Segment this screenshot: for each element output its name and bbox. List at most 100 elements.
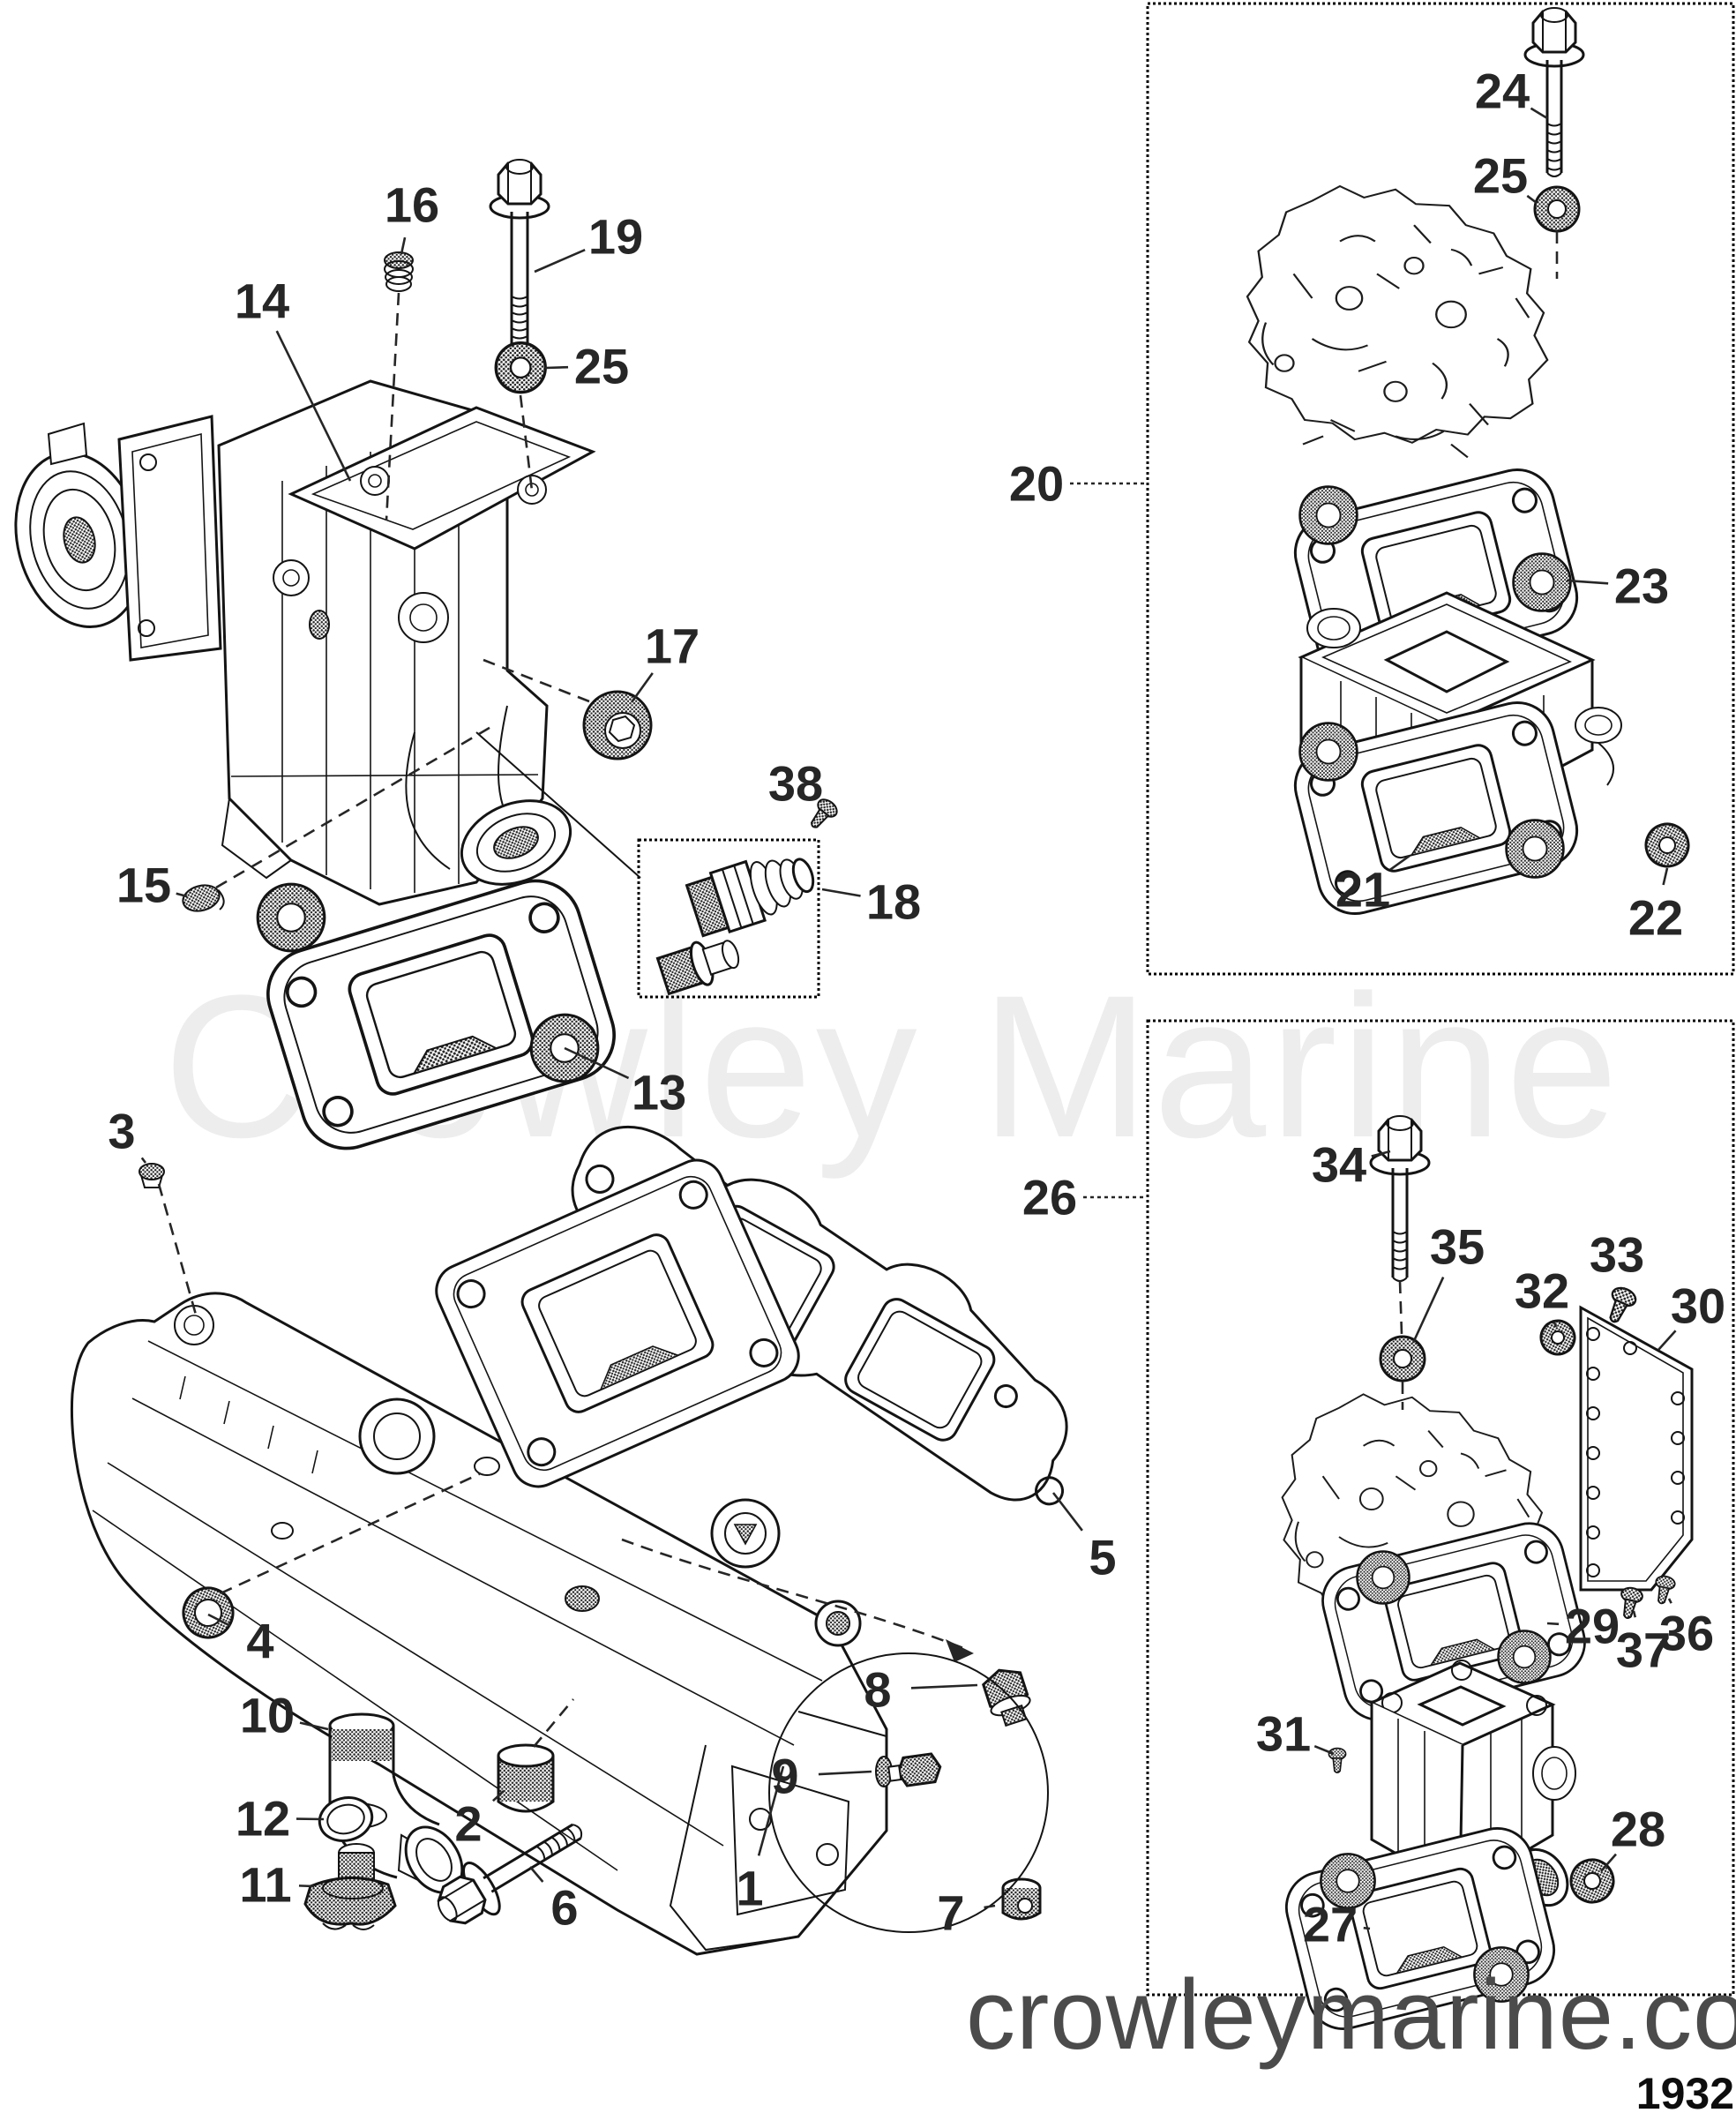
callout-18: 18 bbox=[866, 874, 921, 930]
washer-25-right bbox=[1533, 185, 1581, 233]
detail-box-20 bbox=[1146, 2, 1735, 976]
callout-17-leader bbox=[630, 672, 654, 703]
plug-8 bbox=[982, 1668, 1031, 1727]
callout-6: 6 bbox=[550, 1880, 578, 1936]
drain-plug-11 bbox=[303, 1843, 397, 1930]
callout-16: 16 bbox=[385, 177, 439, 233]
detail-box-18 bbox=[637, 838, 820, 999]
callout-32-leader bbox=[1553, 1321, 1558, 1328]
callout-5-leader bbox=[1051, 1492, 1083, 1532]
callout-33: 33 bbox=[1590, 1227, 1644, 1283]
grommet-28 bbox=[1569, 1858, 1615, 1904]
callout-7: 7 bbox=[937, 1885, 964, 1941]
callout-15-leader bbox=[176, 892, 188, 898]
callout-11-leader bbox=[298, 1884, 315, 1888]
callout-31: 31 bbox=[1256, 1706, 1311, 1762]
page-number: 1932 bbox=[1636, 2069, 1734, 2113]
grommet-32 bbox=[1539, 1319, 1576, 1356]
elbow-fitting-10 bbox=[326, 1712, 464, 1894]
callout-9-leader bbox=[818, 1770, 872, 1776]
plug-3 bbox=[138, 1163, 165, 1188]
callout-28-leader bbox=[1600, 1853, 1617, 1872]
callout-13-leader bbox=[564, 1046, 630, 1080]
callout-25: 25 bbox=[574, 339, 629, 394]
callout-30-leader bbox=[1657, 1330, 1677, 1351]
callout-29: 29 bbox=[1565, 1599, 1620, 1654]
callout-24-leader bbox=[1530, 107, 1548, 120]
callout-38: 38 bbox=[768, 756, 823, 812]
water-fitting-18 bbox=[685, 858, 815, 938]
bolt-9 bbox=[875, 1752, 942, 1787]
callout-19-leader bbox=[534, 248, 586, 273]
callout-14: 14 bbox=[235, 273, 289, 329]
callout-24: 24 bbox=[1475, 64, 1530, 119]
plug-2 bbox=[497, 1743, 555, 1813]
callout-1: 1 bbox=[736, 1861, 763, 1916]
callout-10-leader bbox=[299, 1721, 329, 1731]
callout-9: 9 bbox=[771, 1749, 798, 1804]
callout-8-leader bbox=[910, 1683, 978, 1690]
callout-3-leader bbox=[140, 1157, 147, 1164]
seal-ring-4 bbox=[182, 1586, 235, 1639]
callout-35: 35 bbox=[1430, 1219, 1485, 1275]
exhaust-manifold-drawing bbox=[70, 1158, 888, 1956]
screw-33 bbox=[1600, 1283, 1640, 1328]
callout-37-leader bbox=[1632, 1610, 1637, 1618]
o-ring-12 bbox=[318, 1796, 374, 1842]
callout-6-leader bbox=[529, 1866, 544, 1883]
callout-27-leader bbox=[1363, 1926, 1371, 1930]
callout-19: 19 bbox=[588, 209, 643, 265]
washer-25-left bbox=[494, 341, 547, 394]
grommet-13a bbox=[256, 882, 326, 953]
callout-7-leader bbox=[984, 1904, 996, 1909]
callout-16-leader bbox=[400, 236, 407, 255]
washer-35 bbox=[1379, 1335, 1426, 1382]
callout-21-leader bbox=[1389, 854, 1410, 871]
callout-32: 32 bbox=[1515, 1263, 1569, 1319]
callout-27: 27 bbox=[1303, 1897, 1358, 1952]
callout-1-leader bbox=[757, 1765, 785, 1856]
callout-36-leader bbox=[1667, 1598, 1672, 1604]
callout-29-leader bbox=[1546, 1622, 1560, 1626]
exhaust-elbow-assembly-drawing bbox=[14, 379, 641, 906]
bolt-6 bbox=[424, 1823, 583, 1939]
callout-3: 3 bbox=[108, 1104, 135, 1159]
callout-13: 13 bbox=[632, 1065, 686, 1120]
block-off-plate-30 bbox=[1579, 1305, 1694, 1592]
callout-31-leader bbox=[1313, 1745, 1335, 1756]
bolt-19 bbox=[489, 158, 550, 351]
plug-7 bbox=[1001, 1877, 1042, 1921]
callout-26: 26 bbox=[1022, 1170, 1077, 1225]
callout-20: 20 bbox=[1009, 456, 1064, 512]
footer-site-text: crowleymarine.com bbox=[966, 1959, 1736, 2070]
callout-25-leader bbox=[1526, 194, 1538, 205]
callout-2-leader bbox=[492, 1790, 505, 1802]
callout-5: 5 bbox=[1089, 1530, 1116, 1585]
callout-23: 23 bbox=[1614, 558, 1669, 614]
callout-33-leader bbox=[1622, 1287, 1626, 1291]
callout-37: 37 bbox=[1616, 1622, 1671, 1678]
callout-25: 25 bbox=[1473, 148, 1528, 204]
elbow-end-housing bbox=[14, 452, 145, 628]
callout-12: 12 bbox=[236, 1791, 290, 1847]
callout-35-leader bbox=[1411, 1276, 1445, 1344]
callout-11: 11 bbox=[239, 1857, 291, 1913]
callout-34-leader bbox=[1371, 1150, 1391, 1158]
callout-21: 21 bbox=[1336, 862, 1390, 918]
plug-16 bbox=[384, 251, 414, 292]
callout-34: 34 bbox=[1312, 1137, 1366, 1193]
callout-10: 10 bbox=[240, 1688, 295, 1743]
callout-22-leader bbox=[1662, 867, 1669, 886]
callout-17: 17 bbox=[645, 618, 700, 674]
callout-2: 2 bbox=[454, 1796, 482, 1852]
callout-23-leader bbox=[1566, 579, 1609, 585]
arrowhead bbox=[946, 1639, 974, 1662]
grommet-22 bbox=[1644, 822, 1690, 868]
water-fitting-18-small bbox=[655, 940, 740, 996]
detail-26-content bbox=[1277, 1114, 1694, 2038]
hardware-inset-circle bbox=[768, 1652, 1049, 1933]
callout-4-leader bbox=[207, 1613, 231, 1627]
callout-25-leader bbox=[544, 365, 569, 370]
